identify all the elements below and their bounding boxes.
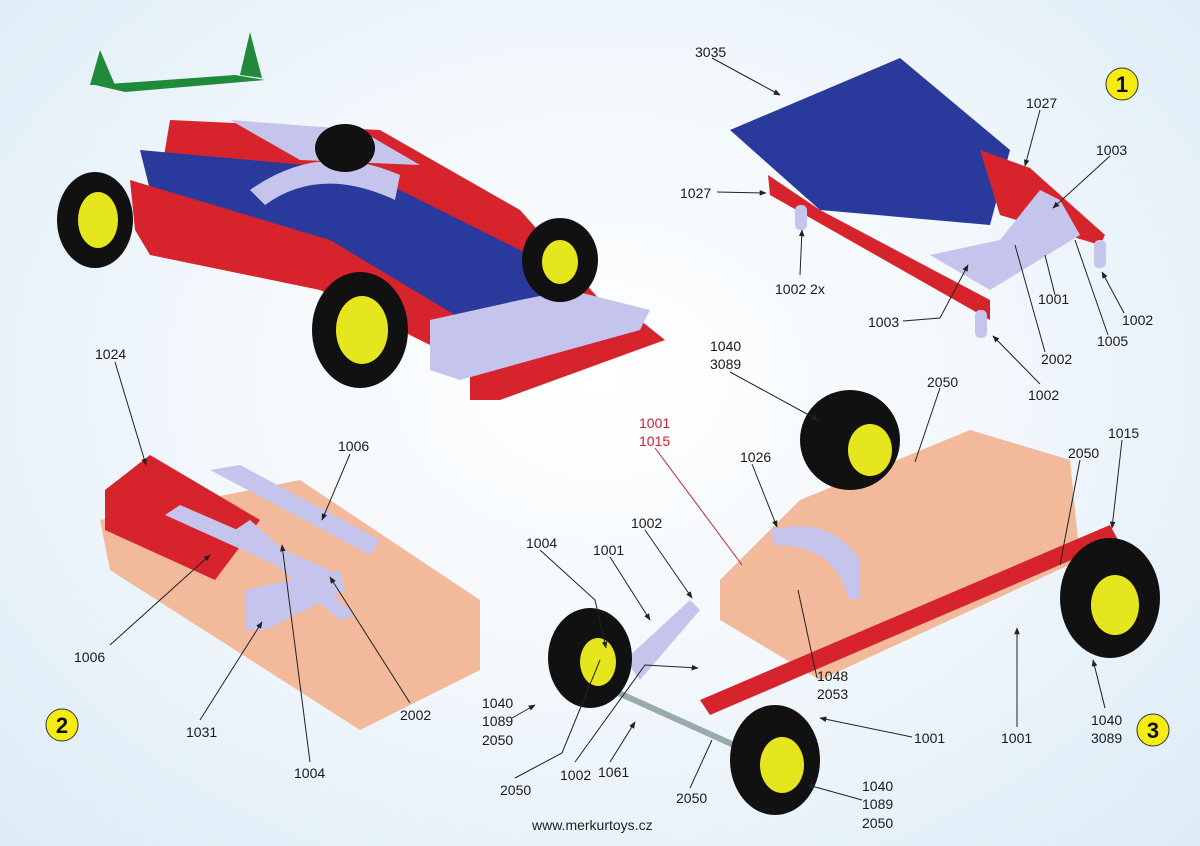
part-label: 1003: [868, 314, 899, 330]
part-label: 1006: [338, 438, 369, 454]
part-label: 1004: [294, 765, 325, 781]
red-girder-left-1027: [768, 175, 990, 320]
part-label: 1005: [1097, 333, 1128, 349]
bracket-1004: [625, 600, 700, 680]
part-label: 1002: [560, 767, 591, 783]
part-label: 1015: [1108, 425, 1139, 441]
wheel-rear-left-step3: [800, 390, 900, 490]
part-label: 2050: [862, 815, 893, 831]
part-label: 2053: [817, 686, 848, 702]
blue-plate-3035: [730, 58, 1010, 225]
part-label: 1027: [1026, 95, 1057, 111]
step-number: 2: [56, 713, 68, 738]
part-label: 1040: [710, 338, 741, 354]
rear-wing: [95, 75, 265, 92]
part-label: 2050: [927, 374, 958, 390]
part-label: 1040: [482, 695, 513, 711]
part-label: 1002: [631, 515, 662, 531]
wheel-rear-right-step3: [1060, 538, 1160, 658]
step-badge-2: 2: [45, 708, 79, 742]
part-label: 1001: [1038, 291, 1069, 307]
part-label: 1001: [914, 730, 945, 746]
part-label: 3035: [695, 44, 726, 60]
step3-labels: 1040 3089 2050 1001 1015 1026 1015 2050 …: [482, 338, 1139, 831]
red-strip-1015: [700, 525, 1118, 715]
wheel-front-left: [312, 272, 408, 388]
wheel-front-right: [522, 218, 598, 302]
part-label: 3089: [710, 356, 741, 372]
cockpit-arc: [250, 160, 400, 205]
part-label: 1040: [862, 778, 893, 794]
part-label: 1006: [74, 649, 105, 665]
curved-strip-1026: [770, 526, 860, 600]
front-bracket: [430, 290, 650, 380]
step2-labels: 1024 1006 1006 1031 2002 1004: [74, 346, 431, 781]
strip-1006-upper: [210, 465, 380, 555]
part-label: 1026: [740, 449, 771, 465]
wheel-rear-left: [57, 172, 133, 268]
angle-brackets-1002: [795, 205, 1106, 338]
website-link[interactable]: www.merkurtoys.cz: [531, 817, 653, 833]
part-label: 1040: [1091, 712, 1122, 728]
part-label: 1002: [1028, 387, 1059, 403]
wheel-rear-right: [315, 124, 375, 172]
body-blue-plate: [140, 150, 590, 350]
part-label: 3089: [1091, 730, 1122, 746]
part-label: 1002 2x: [775, 281, 825, 297]
step-number: 3: [1147, 718, 1159, 743]
part-label: 1003: [1096, 142, 1127, 158]
leader-lines: [109, 57, 1125, 801]
part-label: 2050: [1068, 445, 1099, 461]
part-label: 1027: [680, 185, 711, 201]
part-label: 2002: [1041, 351, 1072, 367]
part-label: 1001: [1001, 730, 1032, 746]
part-label: 2050: [676, 790, 707, 806]
wheel-front-left-step3: [548, 608, 632, 708]
part-label: 1089: [482, 713, 513, 729]
part-label: 1024: [95, 346, 126, 362]
part-label-highlighted: 1015: [639, 433, 670, 449]
part-label: 1001: [593, 542, 624, 558]
part-label: 2002: [400, 707, 431, 723]
part-label: 2050: [500, 782, 531, 798]
part-label: 1002: [1122, 312, 1153, 328]
bracket-1031: [245, 570, 345, 630]
part-label: 1089: [862, 796, 893, 812]
step-badge-3: 3: [1136, 713, 1170, 747]
part-label: 1048: [817, 668, 848, 684]
step-badge-1: 1: [1105, 67, 1139, 101]
part-label: 1061: [598, 764, 629, 780]
peach-chassis: [720, 430, 1080, 680]
wheel-front-right-step3: [730, 705, 820, 815]
wing-plate-left: [90, 50, 115, 85]
step2-parts: [100, 455, 480, 730]
step1-labels: 3035 1027 1027 1003 1002 2x 1001 1003 20…: [680, 44, 1153, 403]
part-label: 1004: [526, 535, 557, 551]
part-label: 1031: [186, 724, 217, 740]
finished-racing-car: [57, 32, 665, 400]
part-label-highlighted: 1001: [639, 415, 670, 431]
step3-parts: [548, 390, 1160, 815]
wing-plate-right: [240, 32, 262, 78]
part-label: 2050: [482, 732, 513, 748]
step-number: 1: [1116, 72, 1128, 97]
front-nose: [470, 320, 665, 400]
